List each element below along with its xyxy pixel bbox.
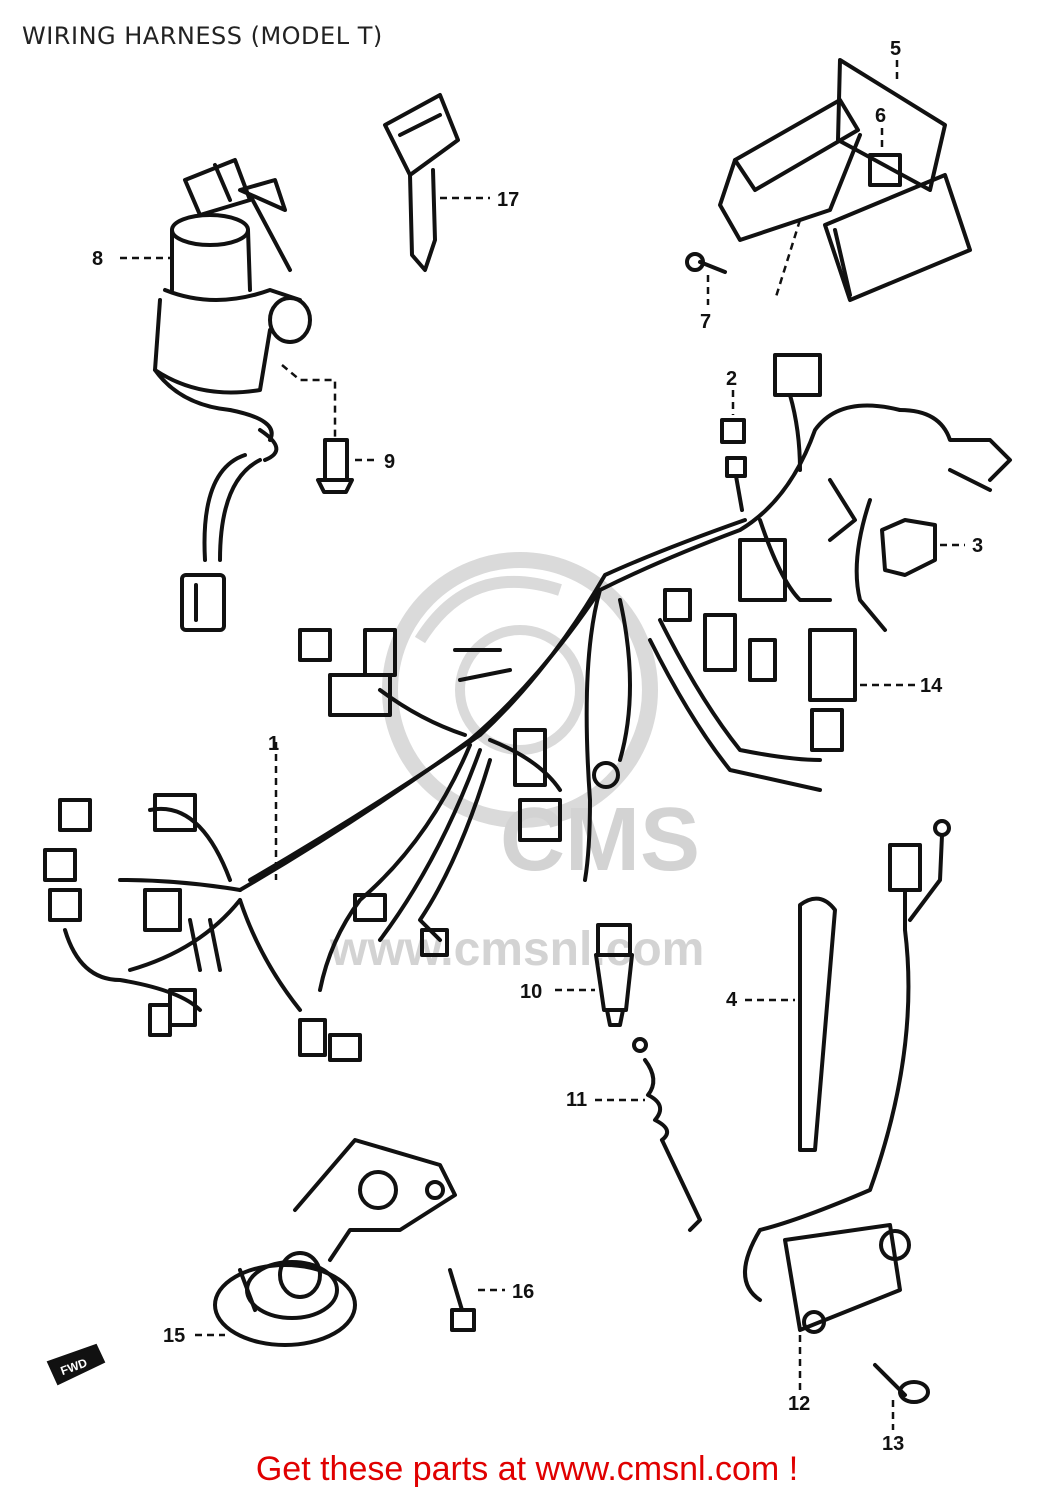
terminal-cap-3 — [880, 518, 937, 577]
clamp-band-4 — [798, 896, 837, 1152]
bolt-16 — [448, 1268, 476, 1332]
callout-8: 8 — [92, 248, 103, 270]
footer-promo[interactable]: Get these parts at www.cmsnl.com ! — [0, 1450, 1054, 1489]
connector-2 — [720, 418, 747, 512]
callout-9: 9 — [384, 451, 395, 473]
callout-13: 13 — [882, 1433, 904, 1455]
callout-3: 3 — [972, 535, 983, 557]
diagram-title: WIRING HARNESS (MODEL T) — [22, 22, 383, 50]
junction-box — [718, 58, 972, 302]
callout-15: 15 — [163, 1325, 185, 1347]
footer-link[interactable]: Get these parts at www.cmsnl.com ! — [255, 1450, 799, 1488]
callout-6: 6 — [875, 105, 886, 127]
callout-16: 16 — [512, 1281, 534, 1303]
bolt-9 — [316, 438, 354, 494]
horn-15 — [213, 1138, 457, 1347]
screw-13 — [873, 1363, 930, 1404]
callout-17: 17 — [497, 189, 519, 211]
callout-4: 4 — [726, 989, 738, 1011]
callout-10: 10 — [520, 981, 542, 1003]
watermark-url: www.cmsnl.com — [329, 923, 704, 976]
callout-14: 14 — [920, 675, 943, 697]
ignition-switch — [153, 158, 312, 632]
spring-11 — [632, 1037, 702, 1232]
callout-7: 7 — [700, 311, 711, 333]
ignition-key — [383, 93, 460, 272]
neutral-switch-12 — [743, 819, 951, 1334]
callout-1: 1 — [268, 733, 279, 755]
callout-numbers: 1 2 3 4 5 6 7 8 9 10 11 12 13 14 15 16 1… — [92, 38, 983, 1455]
callout-12: 12 — [788, 1393, 810, 1415]
screw-7 — [685, 252, 727, 274]
callout-2: 2 — [726, 368, 737, 390]
fwd-arrow-icon: FWD — [46, 1343, 106, 1386]
main-harness — [43, 353, 1012, 1062]
callout-11: 11 — [566, 1089, 587, 1111]
callout-5: 5 — [890, 38, 901, 60]
brake-switch-10 — [594, 923, 634, 1027]
